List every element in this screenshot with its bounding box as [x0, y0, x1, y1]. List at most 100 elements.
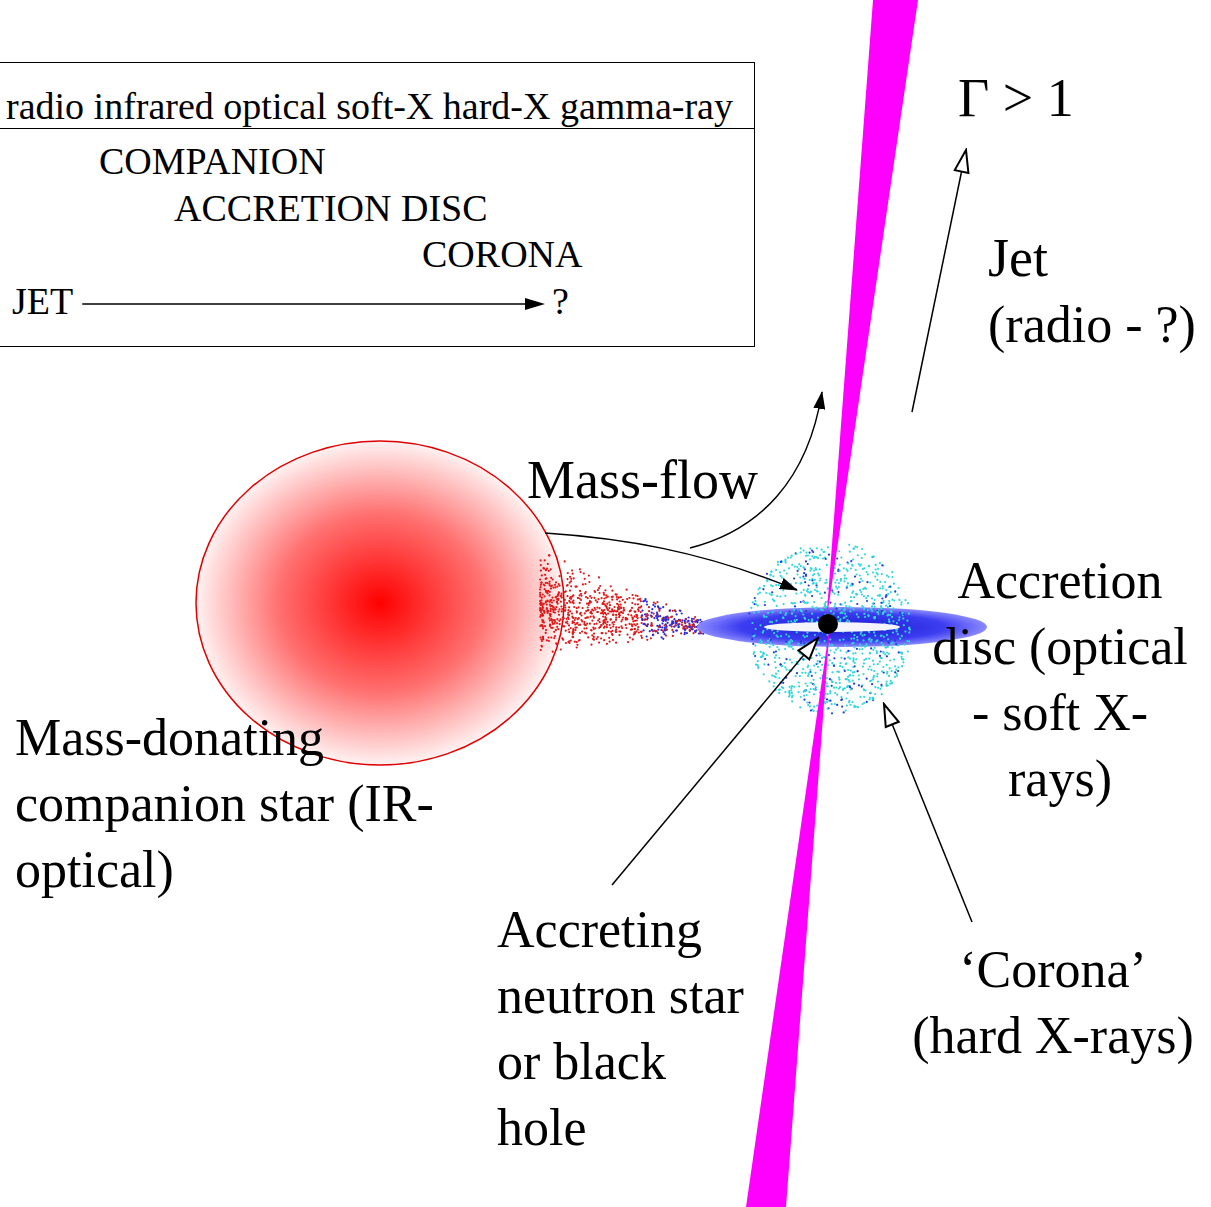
particle-dot: [648, 606, 650, 608]
particle-dot: [862, 673, 864, 675]
particle-dot: [668, 617, 670, 619]
particle-dot: [874, 599, 876, 601]
particle-dot: [574, 619, 576, 621]
particle-dot: [593, 633, 595, 635]
particle-dot: [897, 670, 899, 672]
particle-dot: [590, 601, 592, 603]
particle-dot: [633, 631, 635, 633]
particle-dot: [852, 558, 854, 560]
particle-dot: [840, 657, 842, 659]
particle-dot: [542, 607, 544, 609]
particle-dot: [641, 618, 643, 620]
particle-dot: [550, 627, 552, 629]
particle-dot: [773, 632, 775, 634]
particle-dot: [860, 696, 862, 698]
particle-dot: [839, 662, 841, 664]
particle-dot: [826, 682, 828, 684]
particle-dot: [546, 604, 548, 606]
particle-dot: [657, 632, 659, 634]
particle-dot: [803, 601, 805, 603]
particle-dot: [901, 665, 903, 667]
particle-dot: [870, 669, 872, 671]
particle-dot: [567, 584, 569, 586]
particle-dot: [657, 629, 659, 631]
particle-dot: [688, 620, 690, 622]
particle-dot: [551, 585, 553, 587]
particle-dot: [639, 606, 641, 608]
particle-dot: [580, 595, 582, 597]
particle-dot: [549, 610, 551, 612]
particle-dot: [543, 612, 545, 614]
particle-dot: [582, 607, 584, 609]
particle-dot: [841, 611, 843, 613]
particle-dot: [812, 574, 814, 576]
particle-dot: [790, 583, 792, 585]
particle-dot: [842, 638, 844, 640]
particle-dot: [811, 613, 813, 615]
particle-dot: [793, 577, 795, 579]
particle-dot: [901, 635, 903, 637]
particle-dot: [819, 677, 821, 679]
particle-dot: [860, 564, 862, 566]
particle-dot: [860, 633, 862, 635]
particle-dot: [867, 615, 869, 617]
particle-dot: [641, 622, 643, 624]
particle-dot: [561, 608, 563, 610]
particle-dot: [864, 616, 866, 618]
particle-dot: [540, 649, 542, 651]
particle-dot: [831, 712, 833, 714]
particle-dot: [607, 612, 609, 614]
particle-dot: [598, 627, 600, 629]
particle-dot: [891, 622, 893, 624]
particle-dot: [853, 683, 855, 685]
particle-dot: [656, 625, 658, 627]
particle-dot: [804, 594, 806, 596]
particle-dot: [590, 616, 592, 618]
particle-dot: [894, 671, 896, 673]
particle-dot: [882, 564, 884, 566]
particle-dot: [848, 700, 850, 702]
particle-dot: [893, 599, 895, 601]
particle-dot: [684, 622, 686, 624]
particle-dot: [853, 634, 855, 636]
particle-dot: [866, 571, 868, 573]
particle-dot: [882, 644, 884, 646]
particle-dot: [584, 612, 586, 614]
particle-dot: [564, 610, 566, 612]
particle-dot: [780, 635, 782, 637]
particle-dot: [640, 631, 642, 633]
particle-dot: [840, 650, 842, 652]
particle-dot: [632, 617, 634, 619]
particle-dot: [651, 612, 653, 614]
particle-dot: [623, 609, 625, 611]
particle-dot: [855, 658, 857, 660]
particle-dot: [651, 624, 653, 626]
particle-dot: [884, 653, 886, 655]
particle-dot: [884, 620, 886, 622]
particle-dot: [542, 567, 544, 569]
particle-dot: [846, 585, 848, 587]
particle-dot: [880, 635, 882, 637]
particle-dot: [676, 613, 678, 615]
particle-dot: [601, 597, 603, 599]
particle-dot: [859, 574, 861, 576]
particle-dot: [611, 630, 613, 632]
particle-dot: [843, 580, 845, 582]
particle-dot: [557, 628, 559, 630]
particle-dot: [885, 631, 887, 633]
particle-dot: [778, 689, 780, 691]
particle-dot: [788, 645, 790, 647]
particle-dot: [889, 659, 891, 661]
particle-dot: [583, 572, 585, 574]
particle-dot: [813, 684, 815, 686]
particle-dot: [548, 636, 550, 638]
particle-dot: [587, 606, 589, 608]
particle-dot: [790, 687, 792, 689]
particle-dot: [593, 609, 595, 611]
particle-dot: [611, 610, 613, 612]
particle-dot: [859, 589, 861, 591]
particle-dot: [814, 688, 816, 690]
particle-dot: [806, 701, 808, 703]
corona-cloud: [748, 543, 911, 714]
particle-dot: [589, 623, 591, 625]
